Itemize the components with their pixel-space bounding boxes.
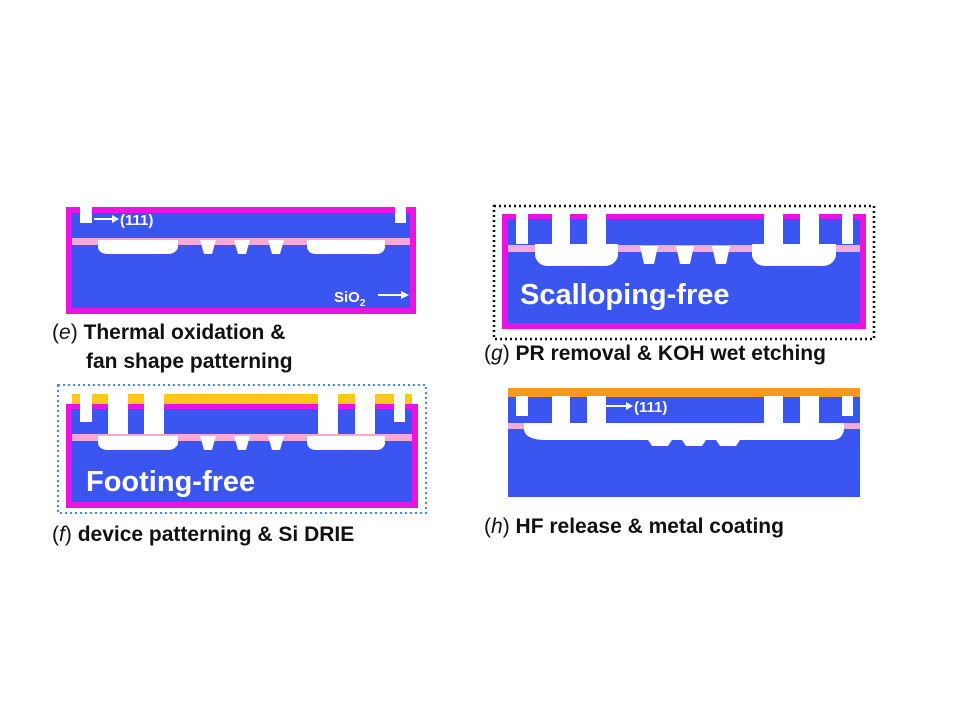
caption-h-letter: h	[491, 515, 503, 538]
scalloping-free-label: Scalloping-free	[520, 279, 730, 311]
caption-f-letter: f	[59, 523, 65, 546]
panel-e-cross-section: (111) SiO2	[66, 205, 416, 314]
orientation-label-h: (111)	[634, 399, 667, 416]
caption-e-letter: e	[59, 321, 71, 344]
caption-g-letter: g	[491, 342, 503, 365]
caption-f-text: device patterning & Si DRIE	[77, 523, 355, 546]
caption-e-line2-wrap: fan shape patterning	[86, 349, 293, 375]
panel-h-cross-section: (111)	[508, 388, 860, 497]
panel-f-cross-section: Footing-free	[57, 384, 427, 514]
oxide-label: SiO	[334, 289, 360, 306]
caption-e-line2: fan shape patterning	[86, 350, 293, 373]
caption-g: (g) PR removal & KOH wet etching	[484, 342, 826, 365]
caption-f: (f) device patterning & Si DRIE	[52, 523, 355, 546]
footing-free-label: Footing-free	[86, 466, 255, 498]
caption-h: (h) HF release & metal coating	[484, 515, 784, 538]
svg-text:SiO2: SiO2	[334, 289, 366, 309]
orientation-label-e: (111)	[120, 212, 153, 229]
panel-g-cross-section: Scalloping-free	[492, 204, 876, 341]
caption-h-text: HF release & metal coating	[515, 515, 784, 538]
caption-g-text: PR removal & KOH wet etching	[515, 342, 826, 365]
oxide-subscript: 2	[360, 298, 366, 309]
caption-e-line1: Thermal oxidation &	[83, 321, 286, 344]
caption-e: (e) Thermal oxidation &	[52, 321, 286, 344]
